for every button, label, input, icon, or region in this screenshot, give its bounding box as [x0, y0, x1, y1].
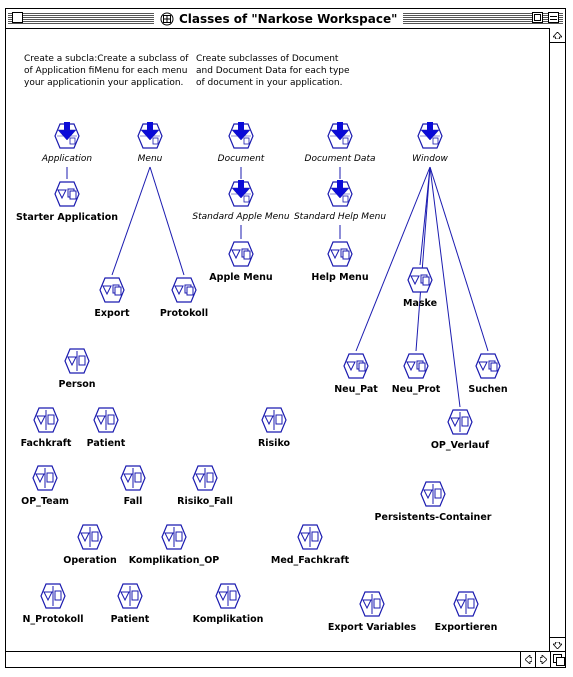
class-diagram-canvas[interactable]: Create a subcla:Create a subclass of of …: [6, 29, 551, 654]
class-node-icon-export[interactable]: [97, 275, 127, 305]
class-node-icon-window[interactable]: [415, 121, 445, 151]
class-label-standard-apple-menu[interactable]: Standard Apple Menu: [192, 212, 290, 222]
class-label-fall[interactable]: Fall: [123, 496, 143, 507]
class-label-export-variables[interactable]: Export Variables: [327, 622, 417, 633]
zoom-box-icon[interactable]: [532, 12, 543, 23]
class-node-icon-risiko[interactable]: [259, 405, 289, 435]
class-label-exportieren[interactable]: Exportieren: [434, 622, 498, 633]
class-label-risiko[interactable]: Risiko: [257, 438, 291, 449]
class-label-n-protokoll[interactable]: N_Protokoll: [22, 614, 84, 625]
class-label-med-fachkraft[interactable]: Med_Fachkraft: [270, 555, 350, 566]
class-node-icon-patient-1[interactable]: [91, 405, 121, 435]
scroll-up-arrow-icon[interactable]: [550, 28, 565, 43]
class-node-icon-exportieren[interactable]: [451, 589, 481, 619]
edge-window-to-suchen: [429, 166, 489, 352]
class-browser-icon: [160, 12, 174, 25]
class-node-icon-neu-prot[interactable]: [401, 351, 431, 381]
class-label-persistents-container[interactable]: Persistents-Container: [374, 512, 492, 523]
class-label-window[interactable]: Window: [412, 154, 448, 164]
scroll-right-arrow-icon[interactable]: [535, 652, 550, 667]
class-node-icon-operation[interactable]: [75, 522, 105, 552]
class-node-icon-fachkraft[interactable]: [31, 405, 61, 435]
class-label-neu-pat[interactable]: Neu_Pat: [334, 384, 378, 395]
edge-window-to-neu-pat: [355, 166, 431, 352]
class-label-komplikation-op[interactable]: Komplikation_OP: [128, 555, 220, 566]
window-title-text: Classes of "Narkose Workspace": [179, 11, 398, 26]
vertical-scrollbar[interactable]: [549, 28, 565, 652]
class-node-icon-komplikation[interactable]: [213, 581, 243, 611]
class-label-op-verlauf[interactable]: OP_Verlauf: [430, 440, 490, 451]
class-label-op-team[interactable]: OP_Team: [21, 496, 69, 507]
window-title: Classes of "Narkose Workspace": [154, 10, 404, 27]
class-node-icon-patient-2[interactable]: [115, 581, 145, 611]
class-label-komplikation[interactable]: Komplikation: [192, 614, 264, 625]
class-label-application[interactable]: Application: [41, 154, 93, 164]
class-label-maske[interactable]: Maske: [402, 298, 438, 309]
edge-window-to-op-verlauf: [429, 166, 461, 408]
class-node-icon-application[interactable]: [52, 121, 82, 151]
edge-window-to-neu-prot: [415, 166, 431, 352]
class-label-help-menu[interactable]: Help Menu: [311, 272, 369, 283]
class-node-icon-protokoll[interactable]: [169, 275, 199, 305]
class-node-icon-suchen[interactable]: [473, 351, 503, 381]
class-node-icon-standard-help-menu[interactable]: [325, 179, 355, 209]
class-label-export[interactable]: Export: [94, 308, 130, 319]
class-node-icon-help-menu[interactable]: [325, 239, 355, 269]
horizontal-scrollbar[interactable]: [6, 651, 565, 667]
class-label-starter-application[interactable]: Starter Application: [15, 212, 119, 223]
class-label-neu-prot[interactable]: Neu_Prot: [391, 384, 441, 395]
class-label-patient-1[interactable]: Patient: [86, 438, 126, 449]
scroll-left-arrow-icon[interactable]: [520, 652, 535, 667]
class-label-fachkraft[interactable]: Fachkraft: [20, 438, 72, 449]
class-label-menu[interactable]: Menu: [137, 154, 163, 164]
class-node-icon-risiko-fall[interactable]: [190, 463, 220, 493]
class-node-icon-n-protokoll[interactable]: [38, 581, 68, 611]
class-label-suchen[interactable]: Suchen: [468, 384, 508, 395]
close-box-icon[interactable]: [12, 12, 23, 23]
class-node-icon-starter-application[interactable]: [52, 179, 82, 209]
title-bar[interactable]: Classes of "Narkose Workspace": [6, 9, 565, 29]
class-node-icon-komplikation-op[interactable]: [159, 522, 189, 552]
class-node-icon-person[interactable]: [62, 346, 92, 376]
class-node-icon-persistents-container[interactable]: [418, 479, 448, 509]
note-application-menu: Create a subcla:Create a subclass of of …: [24, 54, 189, 88]
class-node-icon-maske[interactable]: [405, 265, 435, 295]
class-node-icon-neu-pat[interactable]: [341, 351, 371, 381]
class-node-icon-export-variables[interactable]: [357, 589, 387, 619]
class-label-risiko-fall[interactable]: Risiko_Fall: [177, 496, 233, 507]
edge-menu-to-export: [111, 166, 151, 276]
class-label-protokoll[interactable]: Protokoll: [159, 308, 209, 319]
class-node-icon-med-fachkraft[interactable]: [295, 522, 325, 552]
note-document: Create subclasses of Document and Docume…: [196, 54, 350, 88]
grow-box-icon[interactable]: [550, 652, 565, 667]
edge-menu-to-protokoll: [149, 166, 185, 276]
scroll-down-arrow-icon[interactable]: [550, 637, 565, 652]
class-label-operation[interactable]: Operation: [63, 555, 117, 566]
collapse-box-icon[interactable]: [548, 12, 559, 23]
class-label-apple-menu[interactable]: Apple Menu: [209, 272, 273, 283]
inheritance-lines: [66, 166, 489, 408]
class-label-document-data[interactable]: Document Data: [304, 154, 376, 164]
class-label-patient-2[interactable]: Patient: [110, 614, 150, 625]
class-node-icon-standard-apple-menu[interactable]: [226, 179, 256, 209]
class-node-icon-apple-menu[interactable]: [226, 239, 256, 269]
class-label-standard-help-menu[interactable]: Standard Help Menu: [293, 212, 387, 222]
class-node-icon-document-data[interactable]: [325, 121, 355, 151]
class-label-document[interactable]: Document: [217, 154, 265, 164]
class-node-icon-document[interactable]: [226, 121, 256, 151]
class-browser-window: Classes of "Narkose Workspace" Create a …: [5, 8, 566, 668]
class-node-icon-fall[interactable]: [118, 463, 148, 493]
class-label-person[interactable]: Person: [58, 379, 96, 390]
class-node-icon-op-verlauf[interactable]: [445, 407, 475, 437]
class-node-icon-op-team[interactable]: [30, 463, 60, 493]
class-node-icon-menu[interactable]: [135, 121, 165, 151]
